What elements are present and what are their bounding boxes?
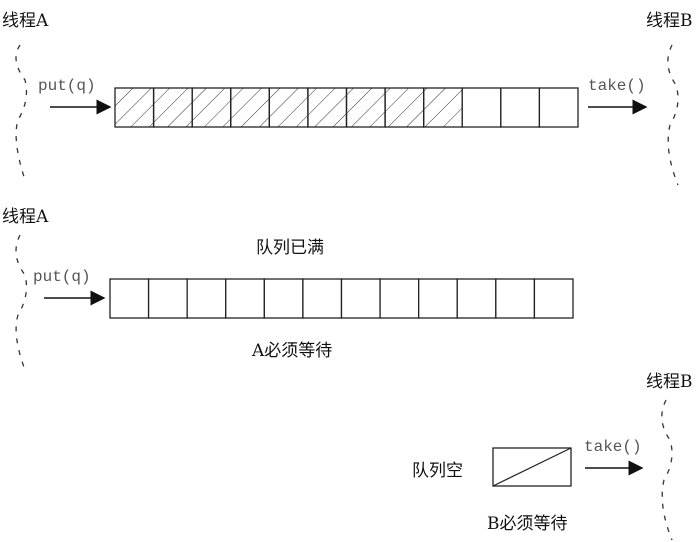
queue-empty-label: 队列空 [412, 461, 463, 481]
put-label-middle: put(q) [33, 268, 91, 286]
queue-cell-empty [456, 278, 497, 319]
queue-cell-filled [268, 87, 309, 128]
thread-a-lifeline-top [15, 44, 28, 181]
queue-cell-empty [225, 278, 265, 319]
a-must-wait-label: A必须等待 [252, 341, 333, 361]
queue-cell-empty [147, 278, 188, 319]
queue-cell-empty [461, 87, 502, 128]
queue-top [114, 87, 579, 128]
queue-cell-filled [191, 87, 232, 128]
queue-cell-empty [109, 278, 150, 319]
take-label-bottom: take() [584, 438, 642, 456]
queue-cell-filled [152, 87, 193, 128]
queue-cell-filled [230, 87, 270, 128]
queue-cell-empty [500, 87, 541, 128]
queue-cell-filled [114, 87, 155, 128]
queue-cell-empty [533, 278, 574, 319]
thread-b-lifeline-top [667, 44, 679, 186]
queue-cell-filled [423, 87, 463, 128]
queue-cell-empty [495, 278, 536, 319]
queue-empty [492, 447, 572, 487]
thread-b-lifeline-bottom [661, 399, 673, 541]
queue-cell-empty [186, 278, 227, 319]
take-label-top: take() [588, 77, 646, 95]
queue-cell-empty [379, 278, 420, 319]
queue-cell-filled [384, 87, 425, 128]
queue-full-label: 队列已满 [256, 238, 324, 258]
thread-a-lifeline-middle [15, 234, 28, 371]
queue-cell-empty [340, 278, 381, 319]
queue-cell-empty [538, 87, 579, 128]
queue-cell-empty [263, 278, 304, 319]
queue-cell-empty [418, 278, 458, 319]
thread-b-label-top: 线程B [646, 11, 693, 31]
queue-cell-filled [307, 87, 348, 128]
thread-a-label-middle: 线程A [2, 207, 49, 227]
queue-full [109, 278, 574, 319]
thread-a-label-top: 线程A [2, 11, 49, 31]
queue-cell-filled [345, 87, 386, 128]
thread-b-label-bottom: 线程B [646, 372, 693, 392]
b-must-wait-label: B必须等待 [487, 514, 568, 534]
put-label-top: put(q) [38, 77, 96, 95]
queue-cell-empty [302, 278, 343, 319]
